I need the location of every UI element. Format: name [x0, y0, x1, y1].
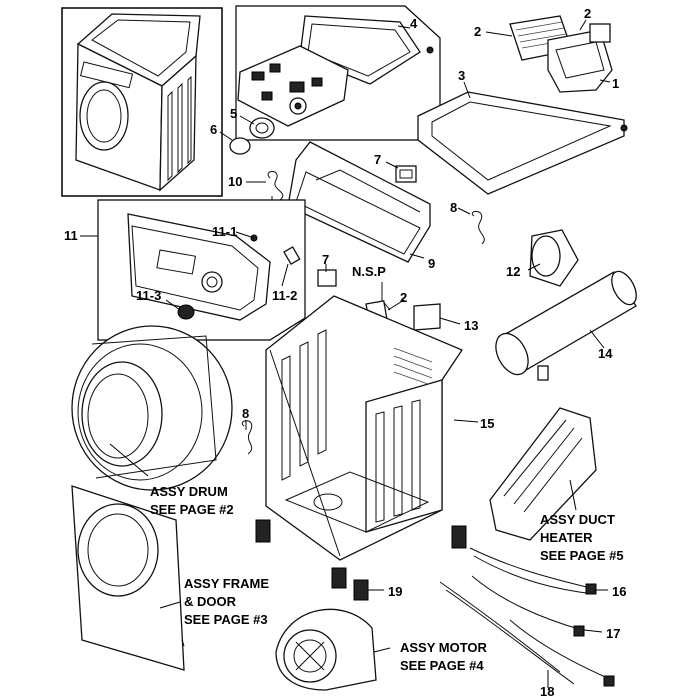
control-panel-frame	[287, 141, 431, 263]
note-duct-line-3: SEE PAGE #5	[540, 548, 624, 563]
note-motor-line-2: SEE PAGE #4	[400, 658, 484, 673]
exhaust-duct	[495, 270, 637, 381]
knob-parts	[229, 117, 275, 155]
label-1: 1	[612, 76, 619, 91]
note-duct-line-1: ASSY DUCT	[540, 512, 615, 527]
duct-heater-assembly	[489, 407, 597, 541]
label-14: 14	[598, 346, 613, 361]
part-labels: 1 2 2 2 3 4 5 6 7 7 8 8 9 10 11 11-1 11-…	[64, 6, 626, 699]
label-17: 17	[606, 626, 620, 641]
dryer-overview-inset	[61, 7, 223, 197]
label-11-2: 11-2	[272, 288, 297, 303]
assembly-notes: ASSY DRUM SEE PAGE #2 ASSY FRAME & DOOR …	[150, 484, 624, 673]
label-5: 5	[230, 106, 237, 121]
label-16: 16	[612, 584, 626, 599]
cabinet	[265, 295, 463, 561]
label-6: 6	[210, 122, 217, 137]
note-duct-line-2: HEATER	[540, 530, 593, 545]
label-7-upper: 7	[374, 152, 381, 167]
duct-elbow	[529, 229, 579, 287]
label-8-upper: 8	[450, 200, 457, 215]
leveling-feet	[255, 519, 467, 601]
label-19: 19	[388, 584, 402, 599]
label-10: 10	[228, 174, 242, 189]
label-13: 13	[464, 318, 478, 333]
filter-assembly	[509, 15, 613, 93]
label-11-3: 11-3	[136, 288, 161, 303]
label-2-filter: 2	[474, 24, 481, 39]
panel-assembly-inset	[97, 199, 306, 341]
label-4: 4	[410, 16, 418, 31]
leader-lines	[80, 19, 611, 688]
wire-harnesses	[439, 547, 615, 687]
note-frame-line-3: SEE PAGE #3	[184, 612, 268, 627]
label-9: 9	[428, 256, 435, 271]
label-18: 18	[540, 684, 554, 699]
label-3: 3	[458, 68, 465, 83]
label-15: 15	[480, 416, 494, 431]
label-12: 12	[506, 264, 520, 279]
pcb-assembly-inset	[235, 5, 441, 141]
label-8-lower: 8	[242, 406, 249, 421]
label-2-mid: 2	[400, 290, 407, 305]
note-frame-line-1: ASSY FRAME	[184, 576, 269, 591]
top-cover	[417, 91, 628, 195]
note-motor-line-1: ASSY MOTOR	[400, 640, 488, 655]
note-frame-line-2: & DOOR	[184, 594, 237, 609]
frame-and-door	[71, 485, 185, 671]
drum-assembly	[71, 325, 233, 491]
label-2-sensor: 2	[584, 6, 591, 21]
motor-assembly	[275, 608, 377, 691]
note-drum-line-2: SEE PAGE #2	[150, 502, 234, 517]
note-drum-line-1: ASSY DRUM	[150, 484, 228, 499]
label-7-lower: 7	[322, 252, 329, 267]
label-nsp: N.S.P	[352, 264, 386, 279]
label-11: 11	[64, 228, 78, 243]
label-11-1: 11-1	[212, 224, 237, 239]
wire-clip-lower	[241, 420, 253, 455]
